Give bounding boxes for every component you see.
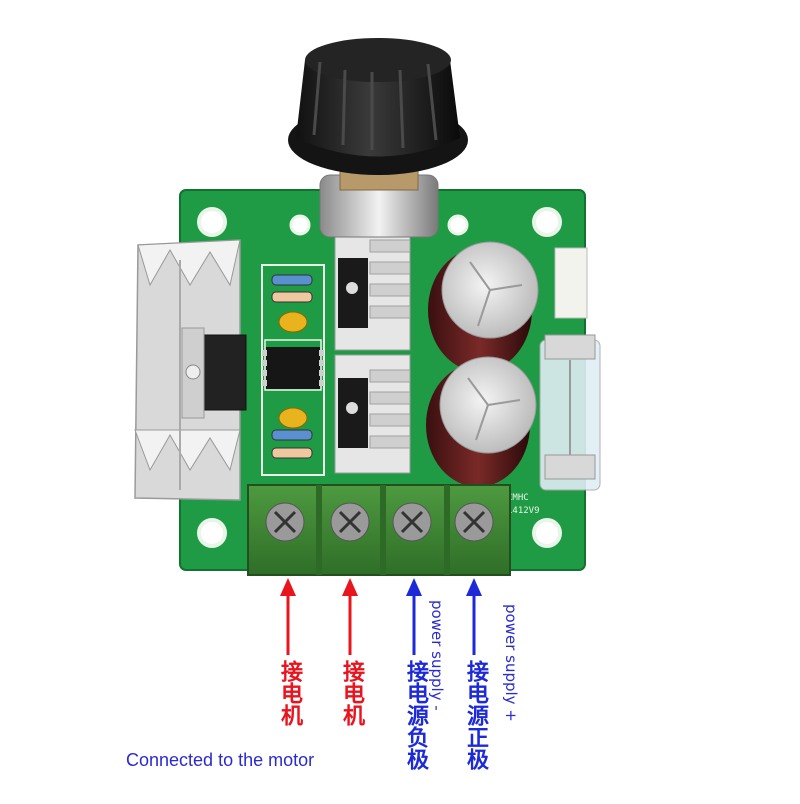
arrow-supply-positive: [466, 578, 482, 655]
capacitors: [426, 241, 539, 487]
left-heatsink: [134, 239, 247, 501]
label-supply-negative: 接电源负极: [403, 660, 428, 770]
label-supply-positive-en: power supply +: [502, 604, 520, 722]
label-supply-negative-en: power supply -: [428, 600, 446, 711]
arrow-motor-1: [280, 578, 296, 655]
terminal-block: [247, 484, 511, 576]
board-marking-1: CMHC: [507, 493, 529, 503]
label-motor-2: 接电机: [339, 660, 364, 726]
arrow-motor-2: [342, 578, 358, 655]
board-marking-2: 1412V9: [507, 506, 540, 516]
label-motor-1: 接电机: [277, 660, 302, 726]
potentiometer-knob: [288, 38, 468, 238]
small-components: [262, 274, 324, 459]
label-supply-positive: 接电源正极: [463, 660, 488, 770]
fuse-and-connector: [539, 247, 601, 491]
caption-motor: Connected to the motor: [126, 750, 315, 770]
center-heatsinks: [334, 229, 411, 474]
arrow-supply-negative: [406, 578, 422, 655]
